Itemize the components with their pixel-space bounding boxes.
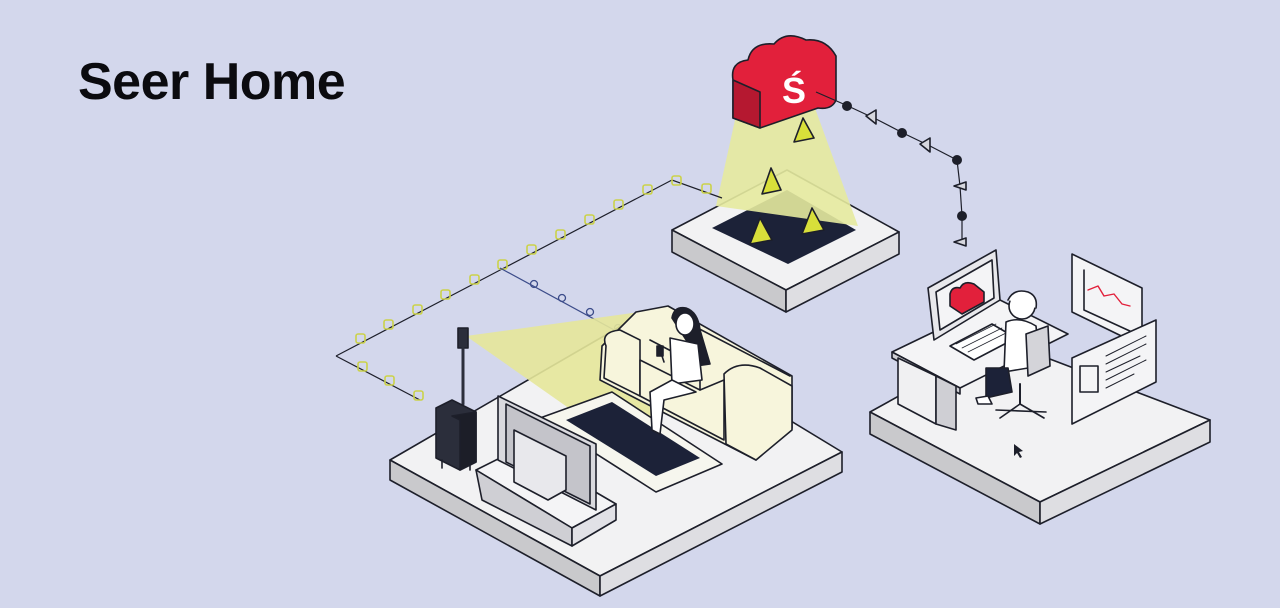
cloud-to-office-link [815, 91, 967, 247]
sofa-icon [599, 305, 793, 461]
monitor-icon [927, 249, 1017, 361]
home-to-cloud-link [335, 175, 723, 401]
cloud-logo-icon: Ś [731, 35, 837, 129]
data-packet-markers [749, 117, 825, 245]
isolation-platform [671, 169, 900, 313]
tv-icon [475, 395, 617, 547]
cursor-icon [1014, 444, 1023, 458]
person-icon [649, 306, 711, 435]
page-title: Seer Home [78, 53, 346, 111]
data-beam [716, 100, 858, 226]
chair-icon [995, 325, 1051, 419]
suitcase-icon [435, 399, 477, 471]
text-panel-icon [1071, 319, 1157, 425]
cloud-logo-letter: Ś [782, 69, 806, 111]
camera-icon [457, 327, 469, 406]
rug [539, 391, 723, 493]
